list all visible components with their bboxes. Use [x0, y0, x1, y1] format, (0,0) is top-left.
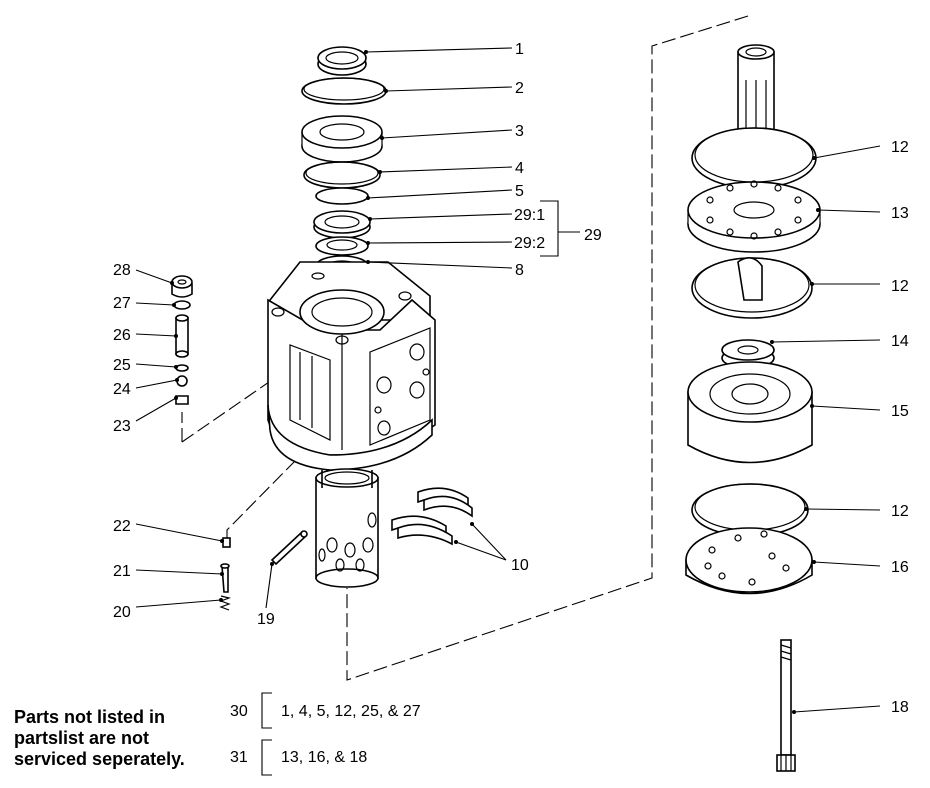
callout-24: 24	[113, 381, 131, 398]
callout-22: 22	[113, 518, 131, 535]
callout-5: 5	[515, 183, 524, 200]
callout-23: 23	[113, 418, 131, 435]
group-30-bracket	[261, 692, 272, 729]
spacer-plate-13	[687, 180, 821, 253]
callout-1: 1	[515, 41, 524, 58]
ring-2	[301, 77, 387, 105]
callout-8: 8	[515, 262, 524, 279]
assembly-dashed-line-pin	[181, 339, 331, 443]
assembly-dashed-line-spool	[226, 459, 297, 540]
callout-18: 18	[891, 699, 909, 716]
seal-ring-12-mid	[691, 257, 813, 319]
note-line-1: Parts not listed in	[14, 707, 166, 727]
end-cap-16	[685, 527, 813, 595]
group-31-parts: 13, 16, & 18	[281, 749, 368, 766]
callout-12b: 12	[891, 278, 909, 295]
bearing-29-1	[313, 210, 371, 239]
callout-10: 10	[511, 557, 529, 574]
callout-21: 21	[113, 563, 131, 580]
seal-3	[301, 115, 383, 163]
callout-29-2: 29:2	[514, 235, 545, 252]
callout-27: 27	[113, 295, 131, 312]
check-valve-parts	[219, 537, 232, 611]
valve-housing	[267, 261, 436, 471]
seal-1	[317, 46, 367, 76]
callout-14: 14	[891, 333, 909, 350]
callout-13: 13	[891, 205, 909, 222]
group-30-parts: 1, 4, 5, 12, 25, & 27	[281, 703, 421, 720]
seal-ring-12-top	[691, 127, 817, 189]
spool-sleeve	[315, 468, 379, 588]
callout-2: 2	[515, 80, 524, 97]
ring-5	[315, 187, 369, 205]
callout-3: 3	[515, 123, 524, 140]
callout-29-1: 29:1	[514, 207, 545, 224]
callout-4: 4	[515, 160, 524, 177]
leader-lines	[135, 47, 881, 713]
note-line-2: partslist are not	[14, 728, 150, 748]
callout-15: 15	[891, 403, 909, 420]
note-line-3: serviced seperately.	[14, 749, 185, 769]
gerotor-ring-15	[687, 361, 813, 464]
relief-valve-parts	[171, 275, 193, 405]
leader-dots	[170, 50, 820, 714]
callout-28: 28	[113, 262, 131, 279]
callout-29: 29	[584, 227, 602, 244]
callout-20: 20	[113, 604, 131, 621]
group-31-number: 31	[230, 749, 248, 766]
assembly-dashed-line	[346, 15, 749, 681]
seal-ring-12-low	[691, 483, 809, 537]
cap-screw-18	[776, 639, 796, 772]
callout-12c: 12	[891, 503, 909, 520]
ring-4	[303, 161, 381, 189]
bearing-29-2	[315, 236, 369, 256]
callout-26: 26	[113, 327, 131, 344]
service-note: Parts not listed in partslist are not se…	[14, 707, 185, 770]
group-30-number: 30	[230, 703, 248, 720]
group-31-bracket	[261, 739, 272, 776]
centering-springs-10	[391, 487, 473, 546]
callout-19: 19	[257, 611, 275, 628]
pin-19	[270, 530, 308, 566]
callout-25: 25	[113, 357, 131, 374]
callout-16: 16	[891, 559, 909, 576]
callout-labels: 1 2 3 4 5 29:1 29:2 29 8 28 27 26 25 24 …	[113, 41, 909, 716]
callout-12a: 12	[891, 139, 909, 156]
